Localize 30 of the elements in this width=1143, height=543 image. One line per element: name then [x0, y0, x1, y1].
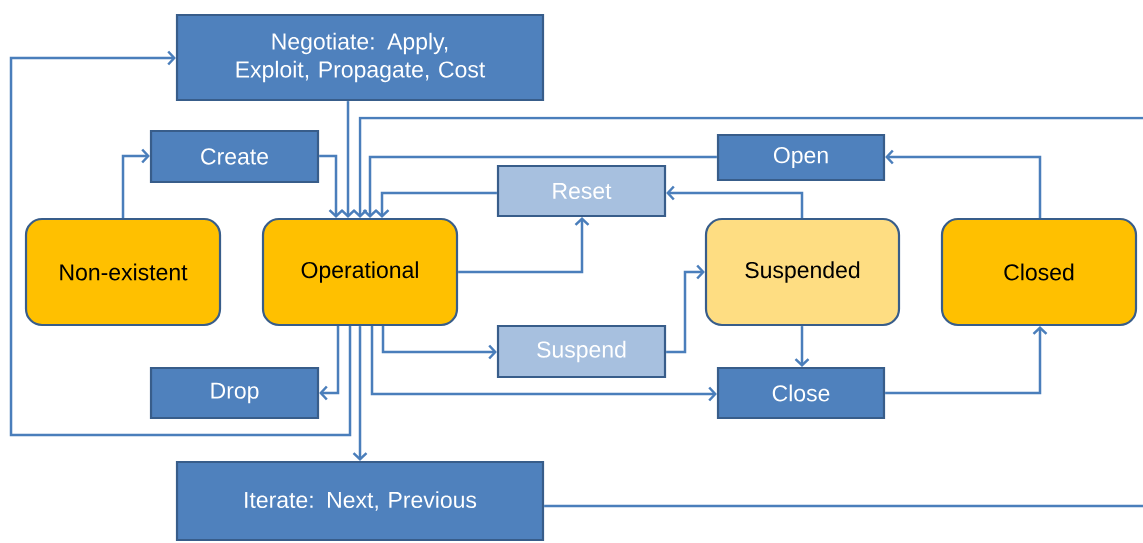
- state-box: Closed: [940, 217, 1138, 327]
- arrow: [370, 326, 717, 402]
- arrow: [319, 326, 340, 401]
- state-box: Operational: [261, 217, 459, 327]
- action-box: Drop: [149, 366, 320, 420]
- arrow: [885, 149, 1042, 218]
- arrow: [794, 326, 810, 367]
- arrow: [352, 116, 1143, 218]
- action-box: Open: [716, 133, 886, 182]
- arrow: [352, 326, 368, 461]
- arrow: [121, 148, 150, 218]
- arrow: [885, 326, 1048, 395]
- arrow: [319, 154, 344, 218]
- arrow: [374, 191, 497, 218]
- action-box: Close: [716, 366, 886, 420]
- arrow: [362, 155, 717, 218]
- state-box: Non-existent: [24, 217, 222, 327]
- action-box: Iterate: Next, Previous: [175, 460, 545, 542]
- arrow: [9, 50, 352, 437]
- action-box: Create: [149, 129, 320, 184]
- connector-line: [544, 504, 1143, 508]
- arrow: [666, 185, 804, 218]
- state-box: Suspended: [704, 217, 901, 327]
- action-box: Reset: [496, 164, 667, 218]
- action-box: Negotiate: Apply, Exploit, Propagate, Cost: [175, 13, 545, 102]
- arrow: [340, 101, 356, 218]
- arrow: [458, 217, 590, 274]
- arrow: [666, 264, 705, 354]
- action-box: Suspend: [496, 324, 667, 379]
- arrow: [381, 326, 497, 360]
